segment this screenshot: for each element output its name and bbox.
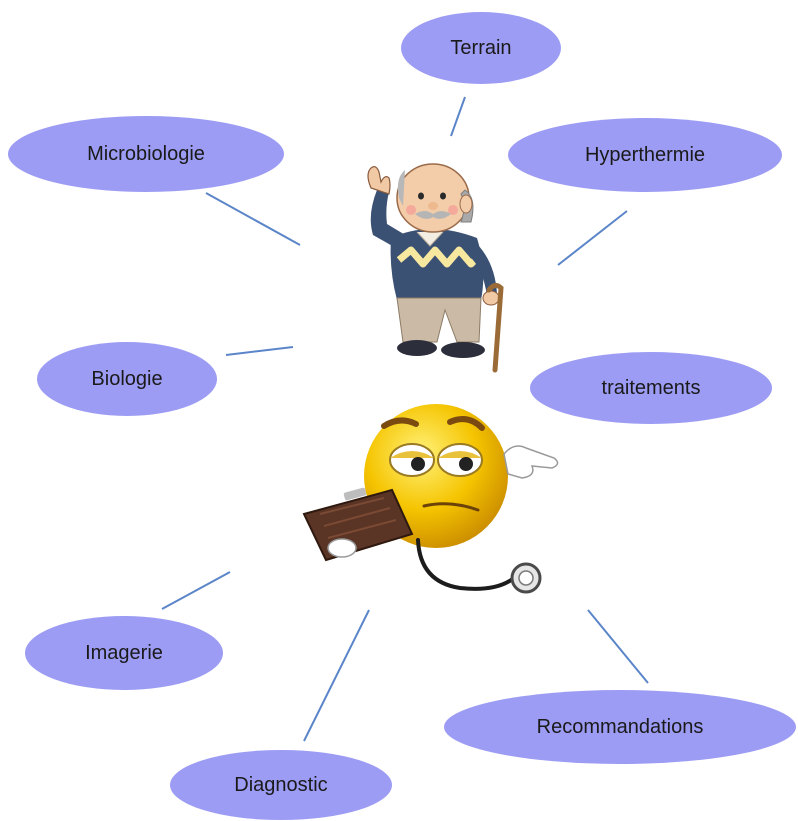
- bubble-traitements: traitements: [530, 352, 772, 424]
- connector-imagerie: [161, 571, 231, 610]
- connector-recommandations: [587, 609, 649, 684]
- bubble-imagerie: Imagerie: [25, 616, 223, 690]
- bubble-terrain-label: Terrain: [450, 36, 512, 59]
- bubble-biologie-label: Biologie: [91, 367, 163, 390]
- bubble-diagnostic-label: Diagnostic: [234, 773, 328, 796]
- connector-biologie: [225, 346, 294, 356]
- connector-hyperthermie: [557, 210, 628, 266]
- connector-microbiologie: [205, 192, 301, 246]
- bubble-biologie: Biologie: [37, 342, 217, 416]
- bubble-microbiologie: Microbiologie: [8, 116, 284, 192]
- doctor-emoji-with-stethoscope-icon: [302, 404, 559, 594]
- bubble-recommandations-label: Recommandations: [536, 715, 704, 738]
- bubble-microbiologie-label: Microbiologie: [87, 142, 205, 165]
- bubble-terrain: Terrain: [401, 12, 561, 84]
- connector-terrain: [450, 96, 466, 137]
- bubble-traitements-label: traitements: [601, 376, 701, 399]
- bubble-hyperthermie-label: Hyperthermie: [584, 143, 706, 166]
- elderly-man-with-cane-icon: [367, 163, 504, 373]
- bubble-imagerie-label: Imagerie: [85, 641, 163, 664]
- bubble-hyperthermie: Hyperthermie: [508, 118, 782, 192]
- connector-diagnostic: [303, 609, 370, 742]
- bubble-recommandations: Recommandations: [444, 690, 796, 764]
- bubble-diagnostic: Diagnostic: [170, 750, 392, 820]
